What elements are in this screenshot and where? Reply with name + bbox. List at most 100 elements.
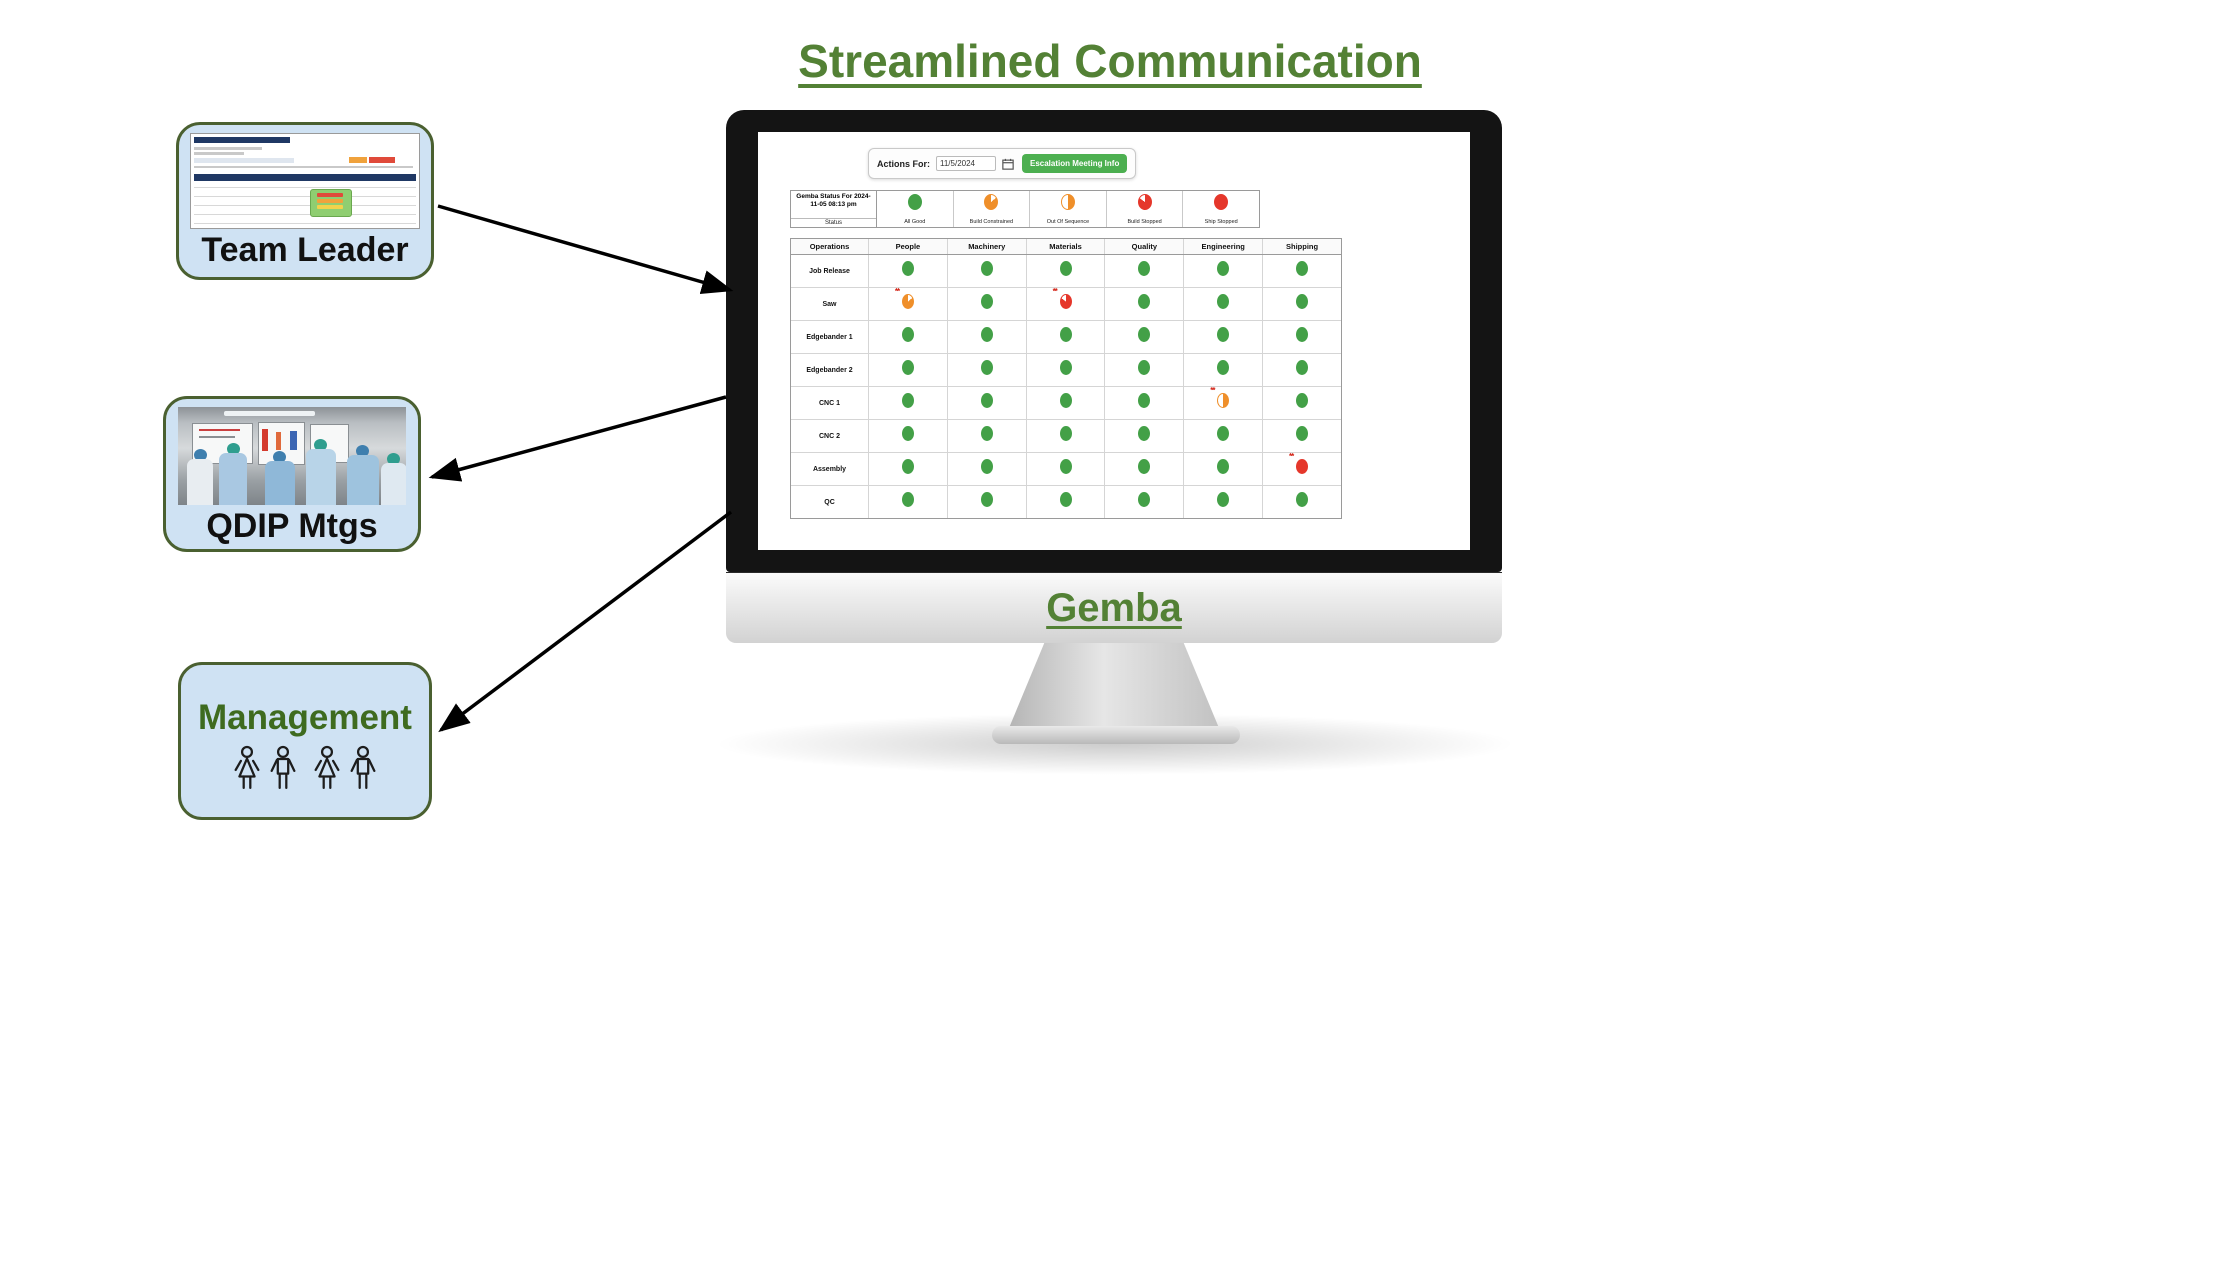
thumbnail-red-cell [369, 157, 395, 163]
photo-person [380, 453, 406, 505]
status-icon-wrap [1059, 426, 1072, 446]
table-row: Edgebander 1 [791, 321, 1341, 354]
status-icon-g [1059, 492, 1072, 507]
status-icon-wrap: ** [1210, 386, 1230, 413]
legend-label: Build Constrained [969, 219, 1014, 225]
thumbnail-row-line [194, 187, 416, 188]
status-icon-wrap [980, 492, 993, 512]
monitor-chin: Gemba [726, 572, 1502, 643]
status-icon-wrap [1138, 327, 1151, 347]
status-icon-g [980, 459, 993, 474]
status-icon-ss [1214, 194, 1229, 210]
photo-grid-marks [198, 436, 235, 439]
status-icon-g [901, 426, 914, 441]
arrow-gemba-to-qdip [428, 395, 727, 482]
thumbnail-titlebar [194, 137, 290, 143]
status-cell [869, 354, 948, 386]
status-icon-wrap [1217, 426, 1230, 446]
management-box: Management [178, 662, 432, 820]
status-icon-wrap [1296, 393, 1309, 413]
status-icon-g [901, 492, 914, 507]
status-icon-wrap [901, 426, 914, 446]
status-icon-g [901, 459, 914, 474]
status-cell [948, 387, 1027, 419]
status-icon-g [980, 492, 993, 507]
status-icon-g [1138, 426, 1151, 441]
status-cell [1184, 453, 1264, 485]
legend-item: Build Stopped [1107, 191, 1184, 227]
status-icon-wrap [1138, 360, 1151, 380]
photo-person-head [273, 451, 287, 463]
status-icon-wrap [980, 393, 993, 413]
status-cell [1184, 288, 1264, 320]
status-icon-g [1296, 393, 1309, 408]
operation-name: CNC 2 [791, 420, 869, 452]
thumbnail-strip-yellow [316, 205, 343, 209]
thumbnail-strip-orange [316, 199, 343, 203]
status-icon-g [980, 360, 993, 375]
operation-name: Edgebander 1 [791, 321, 869, 353]
status-icon-g [1138, 327, 1151, 342]
table-row: Edgebander 2 [791, 354, 1341, 387]
status-icon-g [1217, 492, 1230, 507]
status-cell [1184, 321, 1264, 353]
operation-name: Assembly [791, 453, 869, 485]
status-icon-wrap [980, 426, 993, 446]
status-cell [869, 255, 948, 287]
status-icon-wrap [1138, 459, 1151, 479]
status-icon-bs [1059, 294, 1072, 309]
status-icon-wrap [1296, 294, 1309, 314]
status-icon-wrap [1296, 261, 1309, 281]
status-icon-g [980, 327, 993, 342]
status-cell [1263, 255, 1341, 287]
calendar-icon[interactable] [1002, 157, 1016, 171]
status-icon-g [1059, 459, 1072, 474]
status-icon-wrap [1217, 261, 1230, 281]
arrow-gemba-to-management [438, 510, 733, 733]
table-row: Saw**** [791, 287, 1341, 321]
status-cell [1184, 486, 1264, 518]
status-icon-bs [1137, 194, 1152, 210]
status-cell [1184, 420, 1264, 452]
thumbnail-line [194, 152, 245, 155]
thumbnail-row-line [194, 214, 416, 215]
status-cell: ** [869, 287, 948, 320]
column-header: Engineering [1184, 239, 1264, 254]
status-icon-g [1296, 492, 1309, 507]
date-input[interactable] [936, 156, 996, 171]
status-legend: Gemba Status For 2024-11-05 08:13 pm Sta… [790, 190, 1260, 228]
legend-label: Out Of Sequence [1046, 219, 1090, 225]
legend-title-cell: Gemba Status For 2024-11-05 08:13 pm Sta… [791, 191, 877, 227]
status-icon-wrap: ** [1053, 287, 1072, 314]
status-cell [1263, 288, 1341, 320]
status-cell [1263, 354, 1341, 386]
legend-item: All Good [877, 191, 954, 227]
status-cell [948, 288, 1027, 320]
status-icon-g [1296, 360, 1309, 375]
status-icon-wrap [1138, 426, 1151, 446]
legend-label: Build Stopped [1127, 219, 1162, 225]
status-icon-wrap [980, 459, 993, 479]
status-cell [948, 255, 1027, 287]
status-icon-g [1217, 426, 1230, 441]
escalation-meeting-info-button[interactable]: Escalation Meeting Info [1022, 154, 1128, 173]
actions-toolbar: Actions For: Escalation Meeting Info [868, 148, 1137, 179]
status-icon-g [980, 294, 993, 309]
status-cell [869, 420, 948, 452]
photo-ceiling-light [223, 411, 315, 416]
status-cell [869, 486, 948, 518]
status-icon-g [1217, 294, 1230, 309]
status-icon-wrap [1059, 261, 1072, 281]
status-cell [1184, 354, 1264, 386]
status-icon-wrap [901, 393, 914, 413]
team-leader-box: Team Leader [176, 122, 434, 280]
gemba-label: Gemba [1046, 585, 1182, 630]
thumbnail-line [194, 158, 295, 163]
team-leader-screenshot-thumbnail [190, 133, 420, 229]
status-icon-g [1059, 426, 1072, 441]
table-row: Job Release [791, 255, 1341, 288]
status-icon-wrap [1296, 360, 1309, 380]
management-label: Management [198, 697, 412, 737]
status-icon-oos [1217, 393, 1230, 408]
